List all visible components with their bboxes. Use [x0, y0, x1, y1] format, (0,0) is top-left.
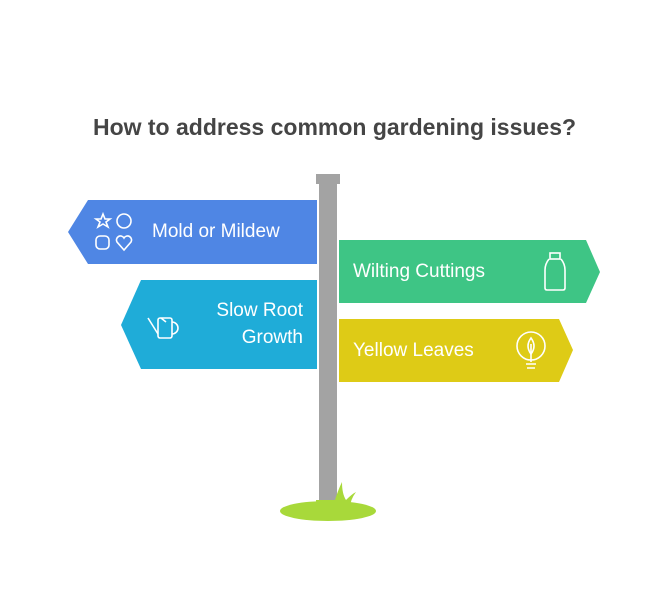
- leaf-bulb-icon: [516, 331, 546, 369]
- diagram-title: How to address common gardening issues?: [92, 114, 577, 140]
- pole-cap: [316, 174, 340, 184]
- sign-slow-root-growth: [121, 280, 317, 369]
- sign-label-slow-root-growth-line2: Growth: [241, 327, 303, 348]
- sign-mold-or-mildew: [68, 200, 317, 264]
- sign-label-wilting-cuttings: Wilting Cuttings: [353, 261, 485, 282]
- grass-mound: [280, 501, 376, 521]
- pole: [319, 184, 337, 508]
- watering-can-icon: [147, 317, 179, 339]
- sign-yellow-leaves: [339, 319, 573, 382]
- sign-label-slow-root-growth-line1: Slow Root: [216, 300, 303, 321]
- shapes-icon: [93, 211, 133, 252]
- sign-label-yellow-leaves: Yellow Leaves: [353, 340, 474, 361]
- bottle-icon: [544, 252, 566, 291]
- sign-label-mold-or-mildew: Mold or Mildew: [152, 221, 280, 242]
- sign-wilting-cuttings: [339, 240, 600, 303]
